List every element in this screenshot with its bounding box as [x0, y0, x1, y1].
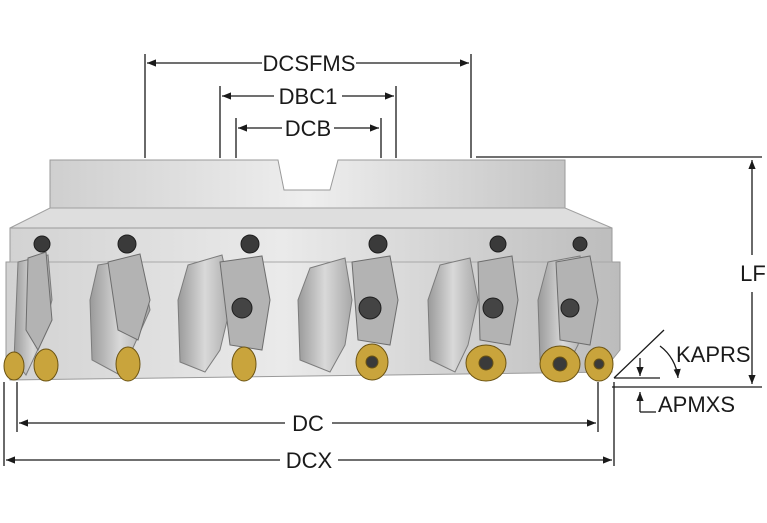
- cutter-chamfer: [9, 207, 613, 229]
- screw-icon: [572, 236, 588, 252]
- label-dcb: DCB: [285, 116, 331, 141]
- cutter-body: [3, 159, 621, 383]
- insert-screw-icon: [478, 355, 494, 371]
- cutter-hub: [49, 159, 566, 209]
- screw-icon: [482, 297, 504, 319]
- dimension-labels: DCSFMS DBC1 DCB LF KAPRS APMXS DC DCX: [263, 51, 766, 473]
- insert-3: [115, 346, 141, 382]
- dimension-lines: [3, 54, 762, 466]
- clamp-2: [107, 253, 151, 341]
- insert-screw-icon: [593, 358, 605, 370]
- label-dcx: DCX: [286, 448, 333, 473]
- insert-2: [33, 348, 59, 382]
- insert-screw-icon: [552, 356, 568, 372]
- insert-screw-icon: [365, 355, 379, 369]
- screw-icon: [368, 234, 388, 254]
- label-kaprs: KAPRS: [676, 342, 751, 367]
- clamp-6: [555, 255, 599, 346]
- screw-icon: [117, 234, 137, 254]
- insert-4: [231, 346, 257, 382]
- screw-icon: [560, 298, 580, 318]
- flute-4: [297, 257, 353, 373]
- screw-icon: [231, 297, 253, 319]
- label-apmxs: APMXS: [658, 392, 735, 417]
- screw-icon: [489, 235, 507, 253]
- label-lf: LF: [740, 261, 766, 286]
- screw-icon: [358, 296, 382, 320]
- screw-icon: [33, 235, 51, 253]
- top-screws: [33, 234, 588, 254]
- screw-icon: [240, 234, 260, 254]
- label-dbc1: DBC1: [279, 84, 338, 109]
- mid-screws: [231, 296, 580, 320]
- clamp-1: [25, 251, 53, 352]
- flute-5: [427, 257, 479, 373]
- insert-1: [3, 351, 25, 381]
- label-dcsfms: DCSFMS: [263, 51, 356, 76]
- cutting-inserts: [3, 343, 614, 383]
- label-dc: DC: [292, 411, 324, 436]
